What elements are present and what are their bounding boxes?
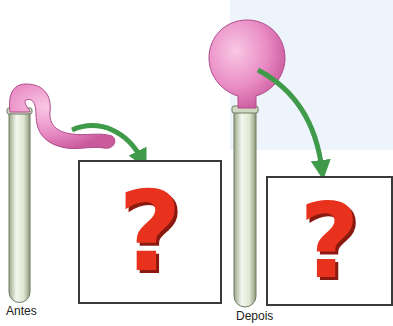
test-tube bbox=[9, 112, 30, 303]
caption-label: Antes bbox=[6, 304, 37, 318]
deflated-balloon bbox=[10, 84, 115, 149]
pointer-arrow bbox=[72, 126, 142, 160]
answer-box: ? bbox=[78, 160, 222, 304]
test-tube bbox=[234, 112, 256, 307]
question-mark: ? bbox=[118, 177, 182, 287]
question-mark: ? bbox=[299, 189, 359, 293]
answer-box: ? bbox=[266, 176, 393, 306]
caption-label: Depois bbox=[236, 309, 273, 323]
pointer-arrow bbox=[258, 70, 322, 170]
inflated-balloon bbox=[209, 20, 285, 108]
